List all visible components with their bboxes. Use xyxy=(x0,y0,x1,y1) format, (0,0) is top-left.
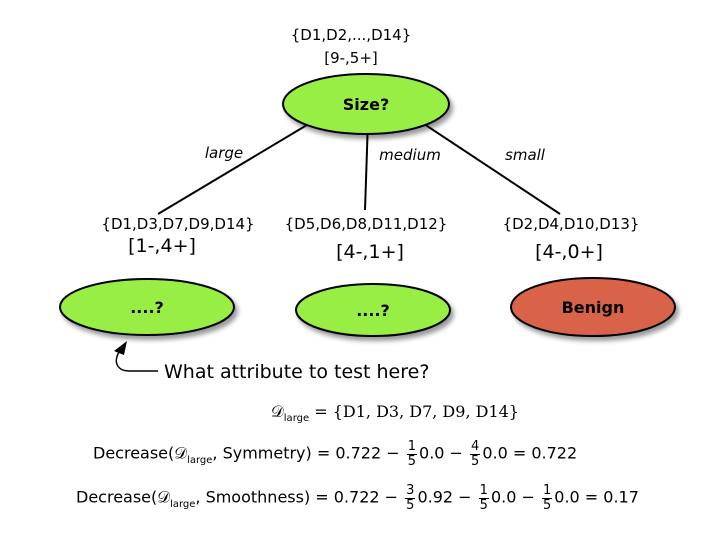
smoothness-value-3: 0.0 = 0.17 xyxy=(554,487,639,507)
root-set-label: {D1,D2,...,D14} xyxy=(291,26,412,44)
symmetry-fraction-2-den: 5 xyxy=(471,453,480,469)
smoothness-fraction-2-num: 1 xyxy=(478,483,489,499)
smoothness-symbol: 𝒟 xyxy=(157,487,171,507)
smoothness-attr: , Smoothness) = 0.722 − xyxy=(195,487,399,507)
child-node-small: Benign xyxy=(510,277,676,337)
smoothness-equation: Decrease(𝒟large, Smoothness) = 0.722 − 3… xyxy=(76,484,639,512)
child-node-small-ellipse xyxy=(510,277,676,337)
child-2-set-label: {D5,D6,D8,D11,D12} xyxy=(285,215,448,233)
edge-large xyxy=(157,115,323,215)
smoothness-fraction-1-den: 5 xyxy=(406,497,415,513)
arrowhead-icon xyxy=(114,341,127,355)
root-counts-label: [9-,5+] xyxy=(324,49,378,67)
symmetry-symbol: 𝒟 xyxy=(174,443,188,463)
child-3-set-label: {D2,D4,D10,D13} xyxy=(503,215,640,233)
smoothness-fraction-3-num: 1 xyxy=(541,483,553,499)
child-1-set-label: {D1,D3,D7,D9,D14} xyxy=(101,215,254,233)
root-node-ellipse xyxy=(282,73,450,135)
edge-medium xyxy=(364,119,369,211)
smoothness-value-1: 0.92 − xyxy=(417,487,472,507)
symmetry-value-1: 0.0 − xyxy=(419,443,463,463)
child-node-medium-ellipse xyxy=(295,283,451,337)
smoothness-subscript: large xyxy=(170,498,196,510)
symmetry-fraction-1-num: 1 xyxy=(406,439,418,455)
dlarge-definition: 𝒟large = {D1, D3, D7, D9, D14} xyxy=(271,402,519,424)
branch-label-small: small xyxy=(505,146,546,164)
symmetry-fraction-2-num: 4 xyxy=(470,439,481,455)
child-node-large-ellipse xyxy=(59,278,235,336)
dlarge-rhs: = {D1, D3, D7, D9, D14} xyxy=(314,402,519,421)
edge-small xyxy=(411,115,561,215)
root-node: Size? xyxy=(282,73,450,135)
child-node-medium-label: ....? xyxy=(356,301,390,320)
branch-label-large: large xyxy=(205,144,243,162)
symmetry-fraction-1-den: 5 xyxy=(407,453,417,469)
smoothness-fraction-2-den: 5 xyxy=(479,497,488,513)
branch-label-medium: medium xyxy=(379,146,441,164)
child-node-large-label: ....? xyxy=(130,298,164,317)
child-node-medium: ....? xyxy=(295,283,451,337)
smoothness-prefix: Decrease( xyxy=(76,487,158,507)
dlarge-symbol: 𝒟 xyxy=(271,402,284,421)
symmetry-subscript: large xyxy=(187,454,213,466)
smoothness-fraction-3-den: 5 xyxy=(542,497,552,513)
symmetry-value-2: 0.0 = 0.722 xyxy=(482,443,578,463)
question-text: What attribute to test here? xyxy=(164,361,429,383)
child-1-counts-label: [1-,4+] xyxy=(128,235,196,257)
symmetry-attr: , Symmetry) = 0.722 − xyxy=(212,443,400,463)
dlarge-subscript: large xyxy=(283,413,310,425)
smoothness-value-2: 0.0 − xyxy=(490,487,535,507)
child-2-counts-label: [4-,1+] xyxy=(336,241,404,263)
child-node-large: ....? xyxy=(59,278,235,336)
child-node-small-label: Benign xyxy=(562,298,625,317)
child-3-counts-label: [4-,0+] xyxy=(535,241,603,263)
smoothness-fraction-1-num: 3 xyxy=(405,483,416,499)
symmetry-prefix: Decrease( xyxy=(93,443,175,463)
root-node-label: Size? xyxy=(343,95,389,114)
